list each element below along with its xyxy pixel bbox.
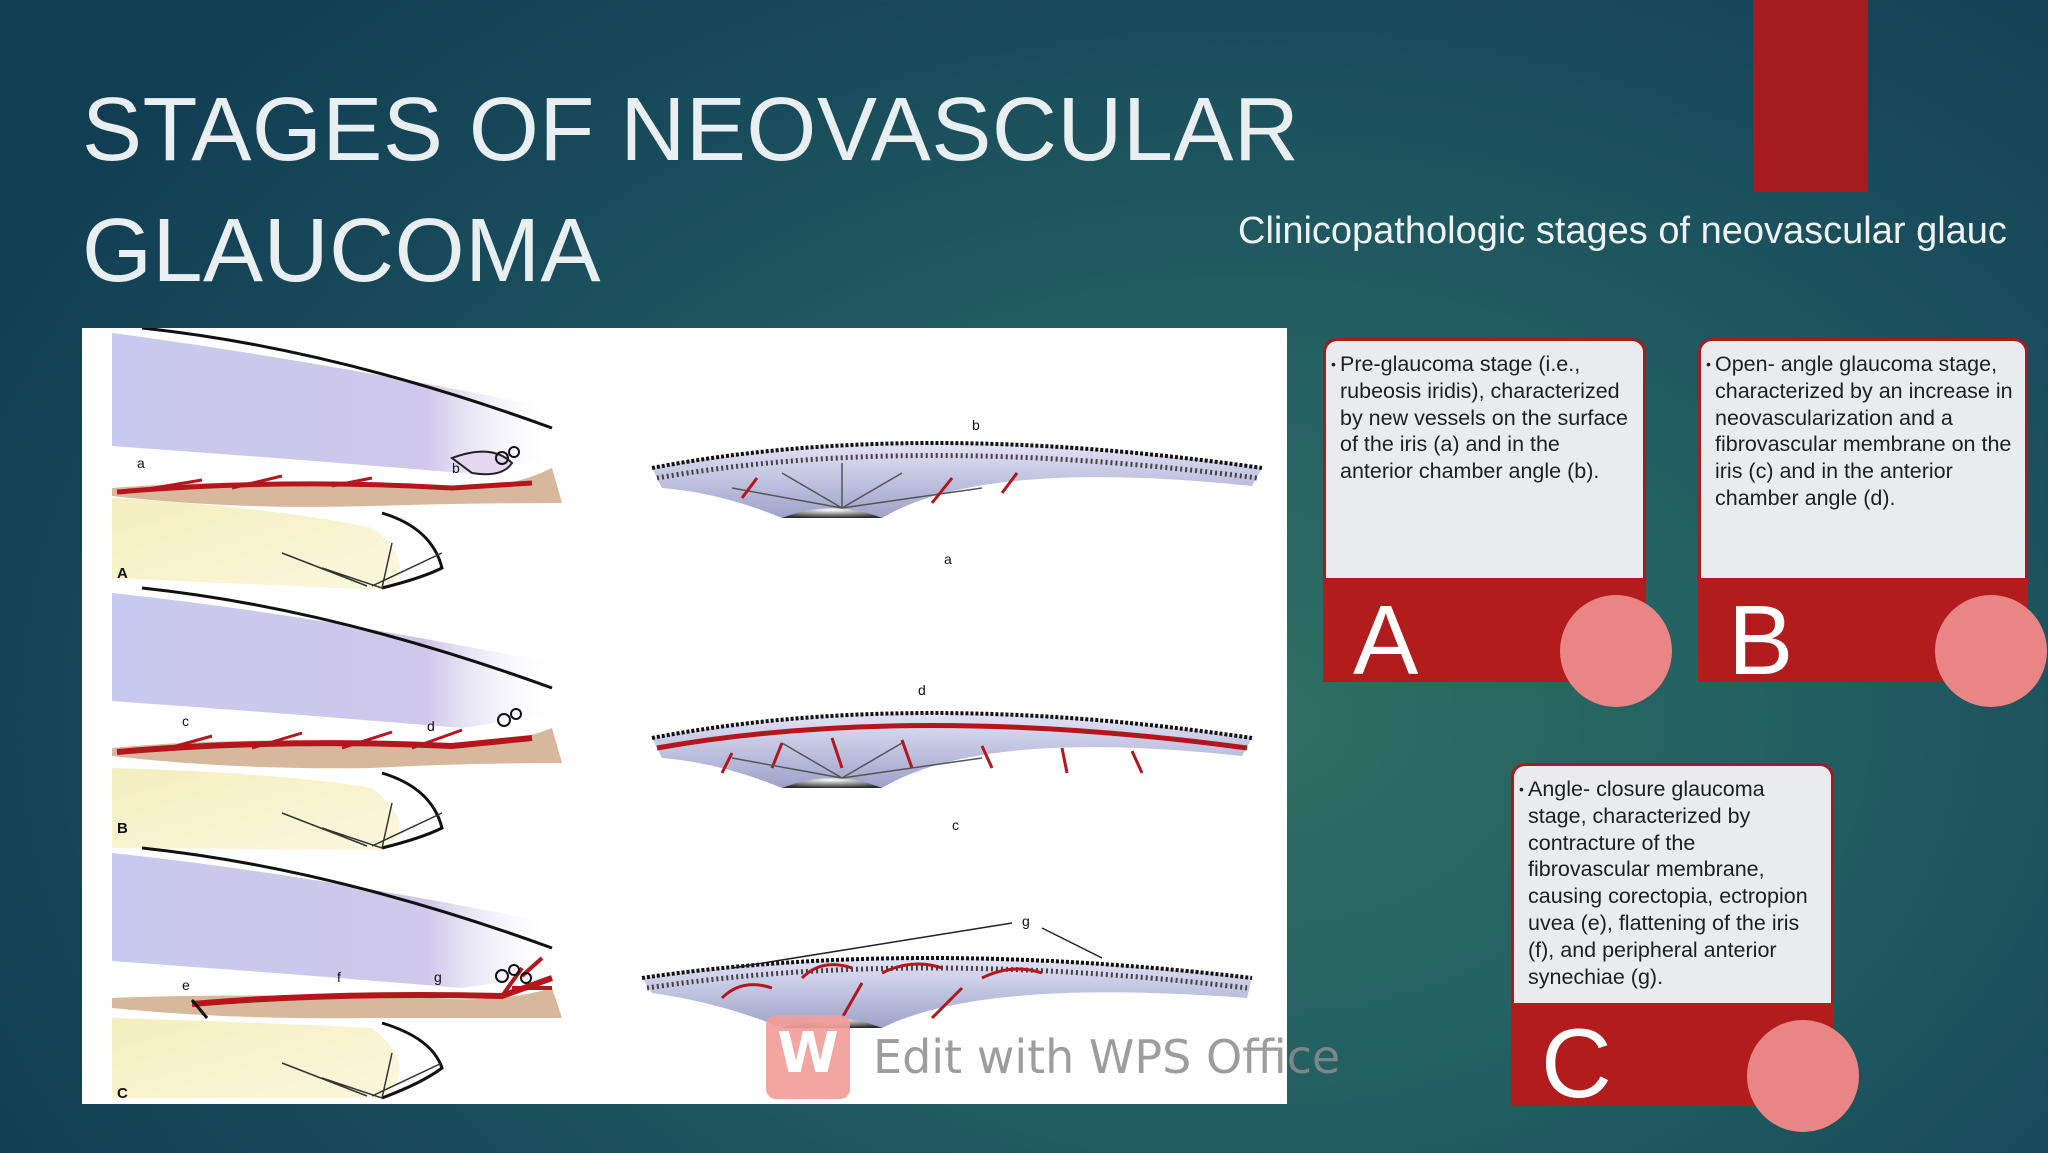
stage-card-b-circle bbox=[1935, 595, 2047, 707]
slide-subtitle: Clinicopathologic stages of neovascular … bbox=[1238, 210, 2007, 252]
wps-watermark-text[interactable]: Edit with WPS Office bbox=[873, 1030, 1341, 1084]
stage-card-c: • Angle- closure glaucoma stage, charact… bbox=[1511, 763, 1834, 1113]
callout-a-left: a bbox=[137, 455, 145, 471]
row-label-b: B bbox=[117, 820, 128, 837]
decorative-red-tab bbox=[1753, 0, 1868, 192]
bullet-icon: • bbox=[1706, 356, 1711, 372]
stage-card-a-body: • Pre-glaucoma stage (i.e., rubeosis iri… bbox=[1323, 338, 1646, 578]
stage-card-b-text: Open- angle glaucoma stage, characterize… bbox=[1715, 352, 2013, 510]
callout-e-left: e bbox=[182, 977, 190, 993]
stage-card-b-letter: B bbox=[1728, 585, 1794, 695]
callout-b-right: b bbox=[972, 417, 980, 433]
callout-d-right: d bbox=[918, 682, 926, 698]
callout-c-right: c bbox=[952, 817, 959, 833]
row-label-c: C bbox=[117, 1085, 128, 1102]
row-c-cross-section bbox=[112, 846, 562, 1100]
wps-office-logo[interactable]: W bbox=[766, 1015, 850, 1099]
slide-title-line-1: STAGES OF NEOVASCULAR bbox=[82, 80, 1300, 180]
callout-b-left: b bbox=[452, 460, 460, 476]
callout-d-left: d bbox=[427, 718, 435, 734]
callout-g-left: g bbox=[434, 969, 442, 985]
stage-card-c-letter: C bbox=[1541, 1008, 1612, 1118]
callout-c-left: c bbox=[182, 713, 189, 729]
stage-card-c-body: • Angle- closure glaucoma stage, charact… bbox=[1511, 763, 1834, 1003]
callout-f-left: f bbox=[337, 969, 341, 985]
stage-card-a-text: Pre-glaucoma stage (i.e., rubeosis iridi… bbox=[1340, 352, 1629, 484]
stage-card-a-circle bbox=[1560, 595, 1672, 707]
wps-logo-glyph: W bbox=[777, 1021, 839, 1086]
row-a-cross-section bbox=[112, 328, 562, 590]
stage-card-a: • Pre-glaucoma stage (i.e., rubeosis iri… bbox=[1323, 338, 1646, 690]
row-b-cross-section bbox=[112, 586, 562, 850]
slide-title: STAGES OF NEOVASCULAR GLAUCOMA bbox=[82, 70, 1332, 312]
row-b-angle-view bbox=[651, 711, 1253, 788]
bullet-icon: • bbox=[1519, 781, 1524, 797]
stage-card-c-circle bbox=[1747, 1020, 1859, 1132]
row-label-a: A bbox=[117, 565, 128, 582]
callout-a-right: a bbox=[944, 551, 952, 567]
slide-title-line-2: GLAUCOMA bbox=[82, 201, 602, 301]
row-a-angle-view bbox=[651, 441, 1263, 518]
stage-card-a-letter: A bbox=[1353, 585, 1419, 695]
stage-card-b-body: • Open- angle glaucoma stage, characteri… bbox=[1698, 338, 2028, 578]
row-c-angle-view bbox=[641, 922, 1253, 1028]
callout-g-right: g bbox=[1022, 913, 1030, 929]
bullet-icon: • bbox=[1331, 356, 1336, 372]
stage-card-c-text: Angle- closure glaucoma stage, character… bbox=[1528, 777, 1808, 989]
stages-illustration-drawing: A a b b a B c d bbox=[112, 328, 1263, 1102]
stage-card-b: • Open- angle glaucoma stage, characteri… bbox=[1698, 338, 2028, 690]
stages-illustration: A a b b a B c d bbox=[82, 328, 1287, 1104]
